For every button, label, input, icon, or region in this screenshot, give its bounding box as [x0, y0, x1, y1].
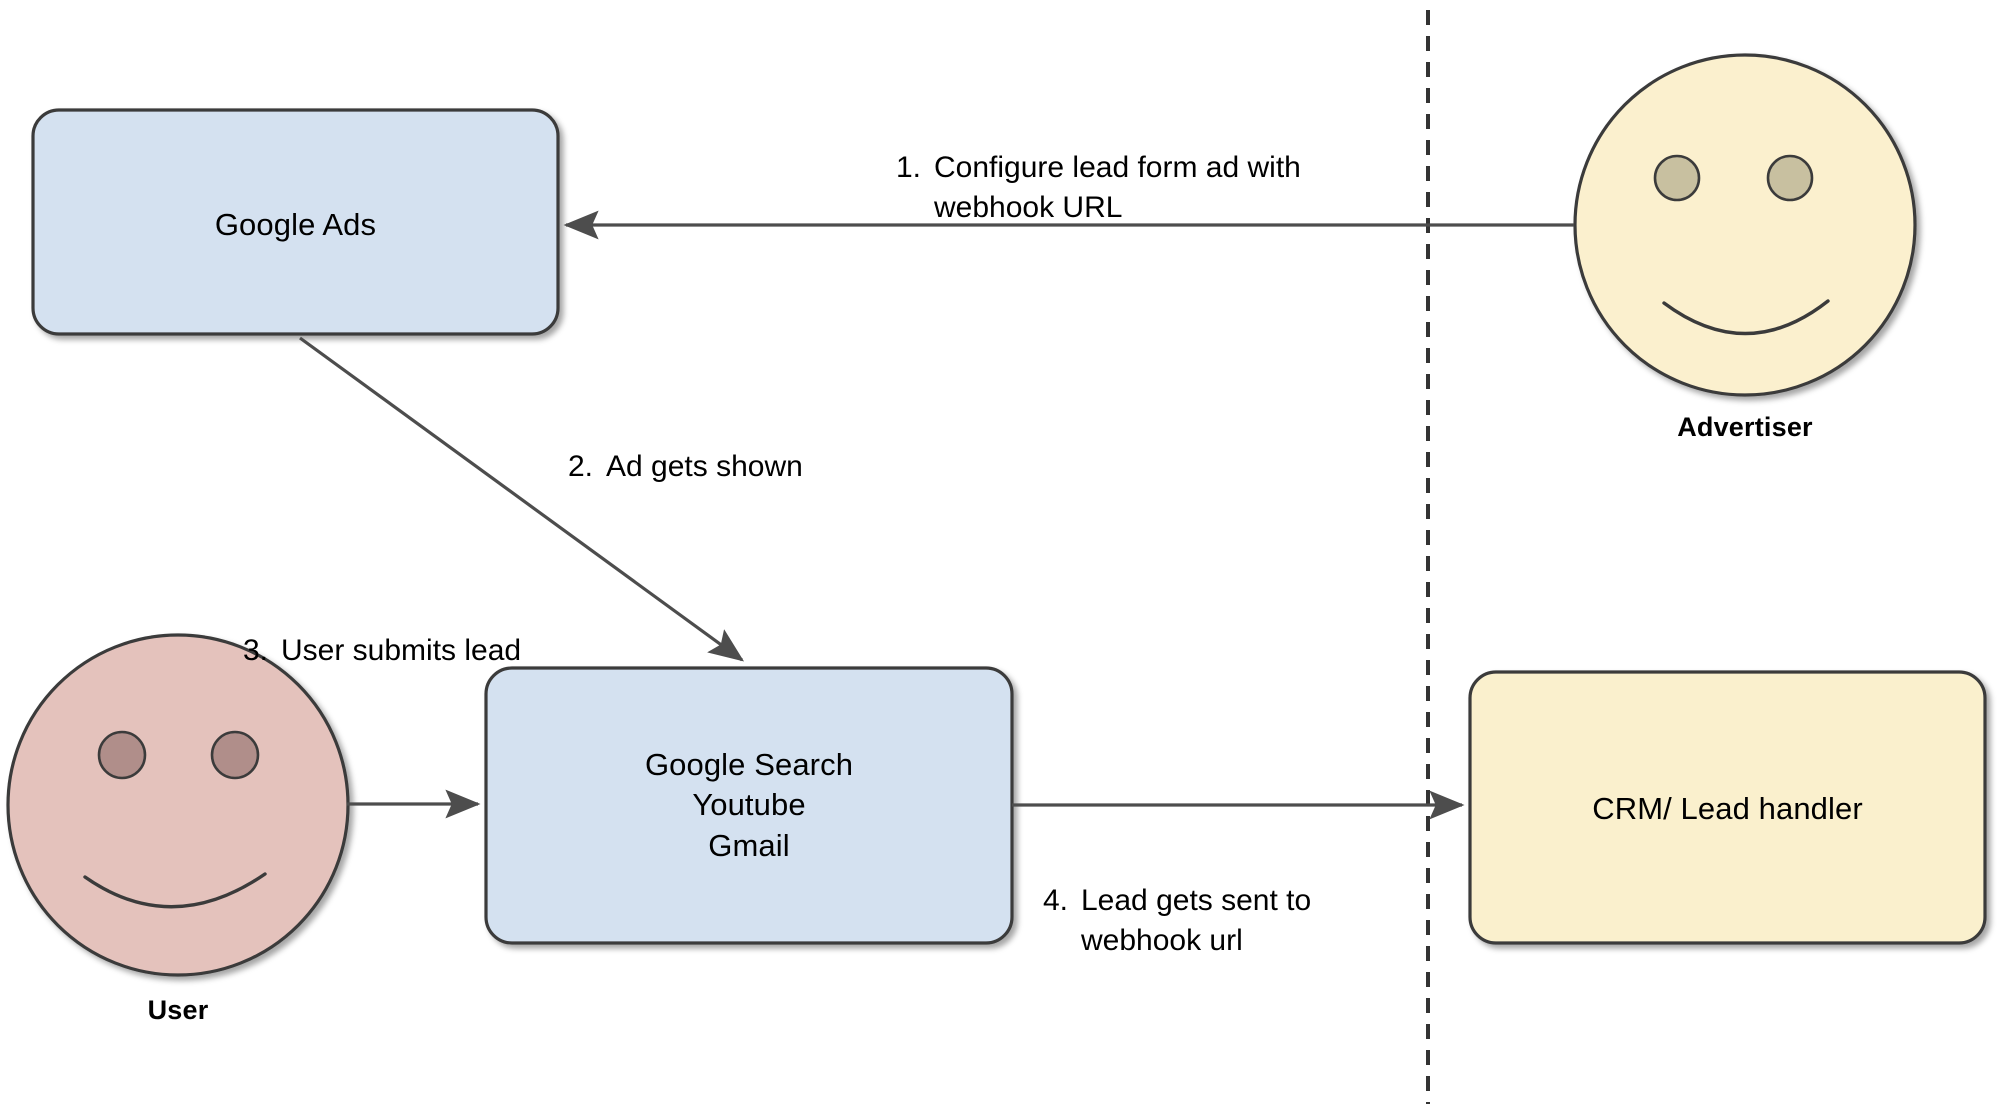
step-1-number: 1.	[896, 150, 922, 184]
advertiser-left-eye-icon	[1653, 154, 1701, 202]
advertiser-right-eye-icon	[1766, 154, 1814, 202]
advertiser-face-circle	[1573, 53, 1917, 397]
edge-label-step-3: 3. User submits lead	[243, 591, 663, 671]
step-4-line-1: Lead gets sent to	[1081, 883, 1312, 917]
user-face-circle	[6, 633, 350, 977]
user-smile-icon	[83, 872, 267, 909]
step-1-line-2: webhook URL	[934, 190, 1123, 224]
edge-label-step-4: 4. Lead gets sent to webhook url	[1043, 841, 1443, 1001]
step-1-line-1: Configure lead form ad with	[934, 150, 1301, 184]
actor-user[interactable]	[6, 633, 350, 977]
edge-google-ads-to-surfaces	[299, 336, 745, 662]
step-2-number: 2.	[568, 449, 594, 483]
step-3-line-1: User submits lead	[281, 633, 522, 667]
edge-label-step-2: 2. Ad gets shown	[568, 407, 988, 487]
step-2-line-1: Ad gets shown	[606, 449, 803, 483]
node-crm-lead-handler[interactable]	[1468, 670, 1987, 945]
step-3-number: 3.	[243, 633, 269, 667]
step-4-number: 4.	[1043, 883, 1069, 917]
user-right-eye-icon	[210, 730, 260, 780]
advertiser-smile-icon	[1662, 299, 1830, 336]
step-4-line-2: webhook url	[1081, 923, 1243, 957]
edge-label-step-1: 1. Configure lead form ad with webhook UR…	[896, 108, 1416, 268]
node-google-ads[interactable]	[31, 108, 560, 336]
user-left-eye-icon	[97, 730, 147, 780]
node-google-surfaces[interactable]	[484, 666, 1014, 945]
actor-advertiser[interactable]	[1573, 53, 1917, 397]
